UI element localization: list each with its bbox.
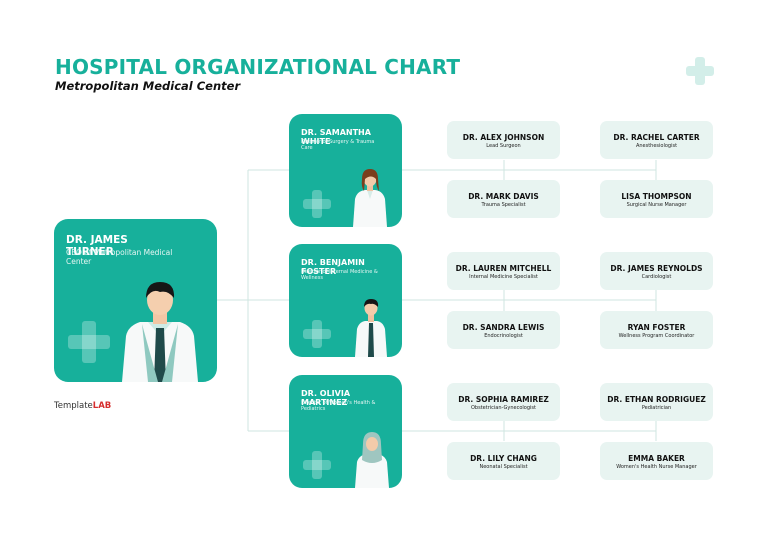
- staff-card: DR. LAUREN MITCHELL Internal Medicine Sp…: [447, 252, 560, 290]
- staff-name: EMMA BAKER: [628, 454, 685, 463]
- staff-role: Wellness Program Coordinator: [618, 333, 695, 339]
- medical-cross-icon: [303, 190, 331, 218]
- staff-card: DR. SANDRA LEWIS Endocrinologist: [447, 311, 560, 349]
- ceo-name: DR. JAMES TURNER: [66, 234, 128, 259]
- director-role: Director of Internal Medicine & Wellness: [301, 269, 378, 282]
- ceo-role: CEO of Metropolitan Medical Center: [66, 248, 173, 267]
- male-doctor-avatar: [355, 299, 387, 357]
- female-doctor-avatar: [355, 432, 389, 488]
- staff-card: DR. LILY CHANG Neonatal Specialist: [447, 442, 560, 480]
- medical-cross-icon: [303, 451, 331, 479]
- staff-card: DR. SOPHIA RAMIREZ Obstetrician-Gynecolo…: [447, 383, 560, 421]
- director-name: DR. SAMANTHA WHITE: [301, 128, 371, 147]
- staff-role: Internal Medicine Specialist: [469, 274, 538, 280]
- director-role: Director of Surgery & Trauma Care: [301, 139, 375, 152]
- staff-role: Neonatal Specialist: [479, 464, 528, 470]
- staff-role: Cardiologist: [641, 274, 672, 280]
- staff-name: DR. ALEX JOHNSON: [462, 133, 545, 142]
- staff-name: DR. JAMES REYNOLDS: [610, 264, 703, 273]
- staff-role: Women's Health Nurse Manager: [616, 464, 697, 470]
- staff-name: DR. SOPHIA RAMIREZ: [458, 395, 549, 404]
- director-role: Director of Women's Health & Pediatrics: [301, 400, 376, 413]
- staff-role: Obstetrician-Gynecologist: [471, 405, 536, 411]
- female-doctor-avatar: [353, 169, 387, 227]
- director-card-internal-medicine: DR. BENJAMIN FOSTER Director of Internal…: [289, 244, 402, 357]
- staff-card: RYAN FOSTER Wellness Program Coordinator: [600, 311, 713, 349]
- chart-title: HOSPITAL ORGANIZATIONAL CHART: [55, 55, 461, 79]
- medical-cross-icon: [68, 321, 110, 363]
- staff-card: DR. MARK DAVIS Trauma Specialist: [447, 180, 560, 218]
- staff-name: RYAN FOSTER: [627, 323, 686, 332]
- staff-name: DR. SANDRA LEWIS: [462, 323, 545, 332]
- staff-role: Anesthesiologist: [635, 143, 678, 149]
- staff-name: DR. LAUREN MITCHELL: [455, 264, 552, 273]
- director-name: DR. BENJAMIN FOSTER: [301, 258, 365, 277]
- staff-card: DR. RACHEL CARTER Anesthesiologist: [600, 121, 713, 159]
- staff-card: EMMA BAKER Women's Health Nurse Manager: [600, 442, 713, 480]
- staff-card: DR. ETHAN RODRIGUEZ Pediatrician: [600, 383, 713, 421]
- ceo-card: DR. JAMES TURNER CEO of Metropolitan Med…: [54, 219, 217, 382]
- director-name: DR. OLIVIA MARTINEZ: [301, 389, 351, 408]
- chart-subtitle: Metropolitan Medical Center: [55, 79, 241, 93]
- staff-role: Endocrinologist: [484, 333, 523, 339]
- staff-name: DR. LILY CHANG: [470, 454, 537, 463]
- staff-card: LISA THOMPSON Surgical Nurse Manager: [600, 180, 713, 218]
- staff-role: Trauma Specialist: [481, 202, 526, 208]
- director-card-womens-health: DR. OLIVIA MARTINEZ Director of Women's …: [289, 375, 402, 488]
- staff-name: LISA THOMPSON: [621, 192, 692, 201]
- staff-name: DR. ETHAN RODRIGUEZ: [607, 395, 706, 404]
- medical-cross-icon: [686, 57, 714, 85]
- staff-name: DR. RACHEL CARTER: [613, 133, 700, 142]
- staff-role: Surgical Nurse Manager: [626, 202, 687, 208]
- medical-cross-icon: [303, 320, 331, 348]
- logo-suffix: LAB: [92, 401, 112, 411]
- director-card-surgery: DR. SAMANTHA WHITE Director of Surgery &…: [289, 114, 402, 227]
- logo-prefix: Template: [54, 401, 93, 411]
- templatelab-logo: TemplateLAB: [54, 401, 111, 411]
- male-doctor-avatar: [122, 282, 198, 382]
- staff-card: DR. JAMES REYNOLDS Cardiologist: [600, 252, 713, 290]
- staff-card: DR. ALEX JOHNSON Lead Surgeon: [447, 121, 560, 159]
- staff-role: Lead Surgeon: [486, 143, 521, 149]
- staff-name: DR. MARK DAVIS: [468, 192, 539, 201]
- staff-role: Pediatrician: [641, 405, 672, 411]
